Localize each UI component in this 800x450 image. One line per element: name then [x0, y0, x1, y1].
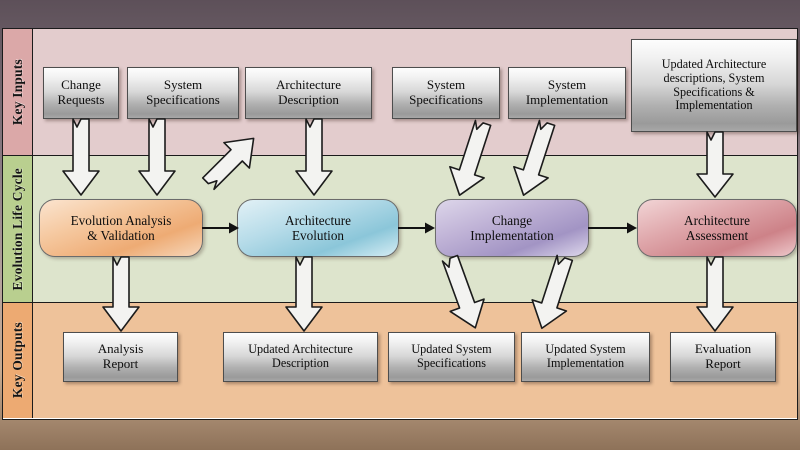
arrow-updated-architecture-bundle-to-architecture-assessment — [695, 131, 735, 200]
arrow-architecture-description-to-architecture-evolution — [294, 118, 334, 199]
arrow-architecture-assessment-to-evaluation-report — [695, 256, 735, 335]
arrow-evolution-analysis-to-analysis-report — [101, 256, 141, 335]
connector-change-implementation-to-architecture-assessment — [588, 221, 638, 235]
band-label-key-outputs: Key Outputs — [3, 303, 33, 418]
arrow-architecture-evolution-to-updated-architecture-description — [284, 256, 324, 335]
band-label-text: Key Outputs — [9, 322, 25, 399]
process-box-label: Evolution Analysis& Validation — [70, 212, 172, 243]
connector-architecture-evolution-to-change-implementation — [398, 221, 436, 235]
arrow-system-specifications-to-change-implementation — [443, 119, 499, 201]
arrow-system-specifications-to-evolution-analysis — [137, 118, 177, 199]
band-label-text: Key Inputs — [9, 58, 25, 126]
band-label-key-inputs: Key Inputs — [3, 29, 33, 155]
arrow-architecture-description-to-evolution-analysis-diagonal — [195, 125, 267, 197]
process-box-evolution-analysis-validation[interactable]: Evolution Analysis& Validation — [39, 199, 203, 257]
arrow-change-implementation-to-updated-system-specifications — [433, 254, 493, 334]
connector-evolution-analysis-to-architecture-evolution — [202, 221, 240, 235]
band-label-text: Evolution Life Cycle — [9, 167, 25, 291]
arrow-system-implementation-to-change-implementation — [507, 119, 563, 201]
band-label-evolution-life-cycle: Evolution Life Cycle — [3, 156, 33, 302]
arrow-change-requests-to-evolution-analysis — [61, 118, 101, 199]
architecture-evolution-process-diagram: Key Inputs Evolution Life Cycle Key Outp… — [2, 28, 798, 420]
arrow-change-implementation-to-updated-system-implementation — [523, 254, 583, 334]
